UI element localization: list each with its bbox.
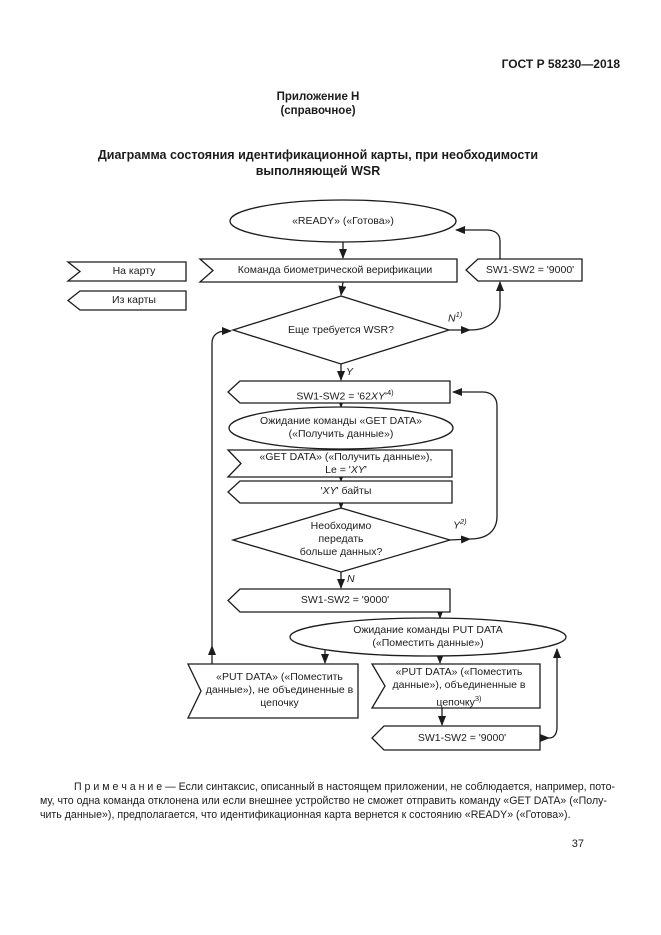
- edge-sw9000top-to-ready: [455, 226, 501, 259]
- decision-wsr-label: Еще требуется WSR?: [288, 324, 394, 336]
- from-card-banner-sw9000-top: [465, 258, 583, 282]
- sw9000-mid-label: SW1-SW2 = '9000': [300, 594, 390, 606]
- appendix-kind: (справочное): [280, 105, 356, 117]
- edge-label-y2: Y2): [453, 517, 467, 532]
- wait-put-data-label: Ожидание команды PUT DATA («Поместить да…: [308, 624, 548, 650]
- wait-get-data-line2: («Получить данные»): [288, 428, 394, 440]
- edge-sw9000bottom-to-waitput: [548, 648, 561, 739]
- from-card-banner-sw62: [227, 380, 451, 404]
- note-line1: П р и м е ч а н и е — Если синтаксис, оп…: [74, 781, 616, 793]
- put-data-unchained-label: «PUT DATA» («Поместить данные»), не объе…: [203, 671, 356, 710]
- edge-moredata-yes-start: [449, 535, 471, 544]
- appendix-label: Приложение Н: [276, 91, 360, 103]
- edge-moredata-yes-to-sw62: [452, 388, 498, 540]
- state-wait-get-data-ellipse: [228, 406, 454, 450]
- edge-label-n1: N1): [448, 310, 463, 325]
- to-card-banner-get-data: [226, 449, 453, 478]
- get-data-cmd-line2: Le = 'XY': [325, 464, 367, 476]
- put-chained-line2: данные»), объединенные в: [392, 679, 526, 691]
- from-card-banner-sw9000-bottom: [371, 725, 541, 751]
- figure-title-wrap: Диаграмма состояния идентификационной ка…: [0, 147, 636, 180]
- wait-put-data-line2: («Поместить данные»): [372, 637, 484, 649]
- edge-cmd-to-wsr-decision: [338, 281, 347, 296]
- page-number: 37: [571, 838, 584, 850]
- state-ready-ellipse: [229, 199, 457, 243]
- edge-putleft-to-wsr-decision: [211, 327, 232, 646]
- sw9000-bottom-label: SW1-SW2 = '9000': [417, 732, 507, 744]
- edge-label-y: Y: [346, 366, 354, 378]
- figure-title: Диаграмма состояния идентификационной ка…: [97, 148, 539, 178]
- from-card-banner-sw9000-mid: [227, 588, 451, 613]
- more-data-line3: больше данных?: [299, 546, 383, 558]
- appendix-heading: Приложение Н (справочное): [0, 90, 636, 118]
- wait-get-data-label: Ожидание команды «GET DATA» («Получить д…: [241, 415, 441, 441]
- edge-wsr-no-to-sw9000top: [469, 281, 504, 331]
- get-data-cmd-line1: «GET DATA» («Получить данные»),: [259, 451, 433, 463]
- put-unchained-line2: данные»), не объединенные в: [205, 684, 354, 696]
- decision-wsr-diamond: [230, 295, 452, 365]
- edge-label-n: N: [347, 573, 355, 585]
- decision-more-data-label: Необходимо передать больше данных?: [261, 520, 421, 559]
- to-card-banner-put-data-chained: [370, 663, 541, 709]
- sw9000-top-label: SW1-SW2 = '9000': [485, 264, 575, 276]
- state-ready-label: «READY» («Готова»): [292, 215, 394, 227]
- put-data-chained-label: «PUT DATA» («Поместить данные»), объедин…: [386, 666, 532, 710]
- note-line2: му, что одна команда отклонена или если …: [40, 795, 607, 807]
- legend-from-card-shape: [66, 290, 187, 311]
- wait-put-data-line1: Ожидание команды PUT DATA: [353, 624, 503, 636]
- legend-to-card-shape: [66, 261, 187, 282]
- decision-more-data-diamond: [230, 507, 453, 573]
- flow-edges: [208, 226, 561, 742]
- legend-from-card-label: Из карты: [112, 294, 156, 306]
- put-chained-line3: цепочку3): [436, 694, 482, 709]
- standard-number: ГОСТ Р 58230—2018: [501, 57, 620, 71]
- sw62-label: SW1-SW2 = '62XY'4): [296, 388, 394, 403]
- flow-shapes: [66, 199, 583, 751]
- note-line3: чить данные»), предполагается, что идент…: [40, 809, 571, 821]
- xy-bytes-label: 'XY' байты: [320, 485, 372, 497]
- note-block: П р и м е ч а н и е — Если синтаксис, оп…: [40, 780, 624, 822]
- more-data-line2: передать: [318, 533, 364, 545]
- wait-get-data-line1: Ожидание команды «GET DATA»: [260, 415, 422, 427]
- put-chained-line1: «PUT DATA» («Поместить: [395, 666, 523, 678]
- to-card-banner-biometric-cmd: [198, 258, 458, 283]
- legend-to-card-label: На карту: [112, 265, 156, 277]
- to-card-banner-put-data-unchained: [186, 663, 359, 719]
- get-data-cmd-label: «GET DATA» («Получить данные»), Le = 'XY…: [240, 451, 452, 477]
- biometric-cmd-label: Команда биометрической верификации: [237, 264, 433, 276]
- put-unchained-line3: цепочку: [260, 697, 299, 709]
- state-wait-put-data-ellipse: [289, 617, 567, 657]
- put-unchained-line1: «PUT DATA» («Поместить: [216, 671, 343, 683]
- from-card-banner-xy-bytes: [227, 480, 453, 504]
- more-data-line1: Необходимо: [310, 520, 372, 532]
